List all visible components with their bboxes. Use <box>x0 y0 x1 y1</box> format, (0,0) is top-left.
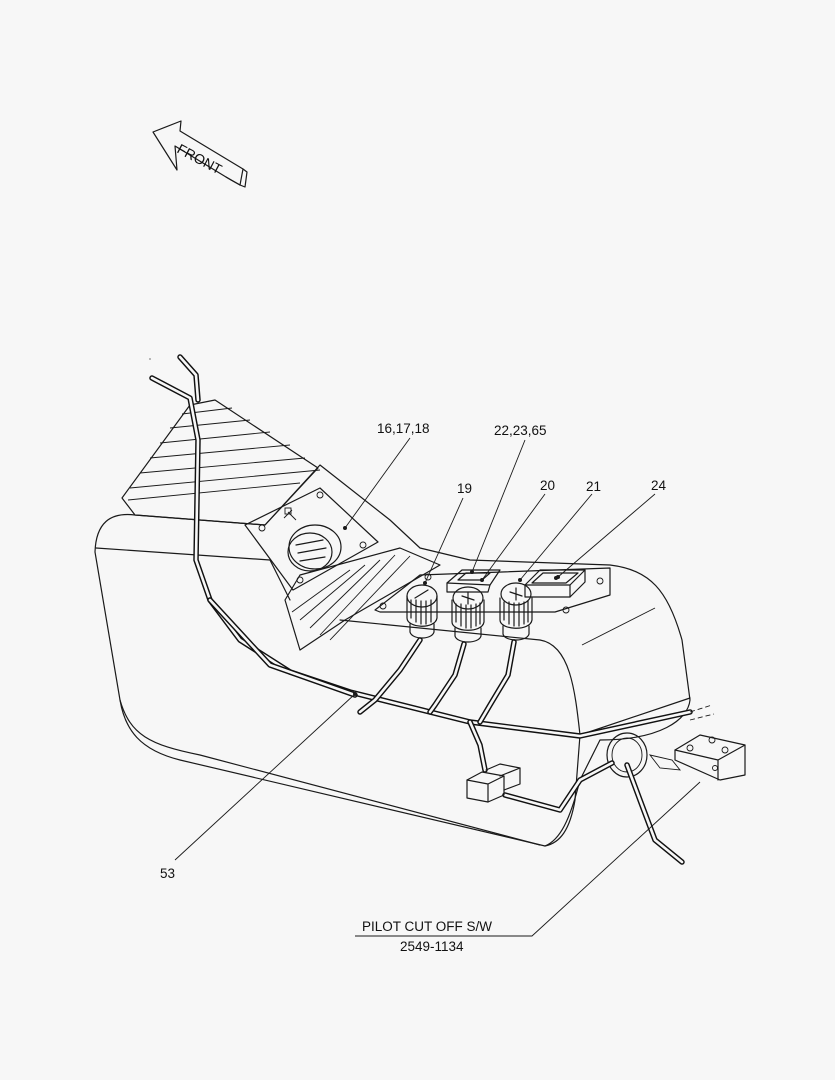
joystick-bellows <box>121 399 321 526</box>
wire-harness <box>149 354 715 865</box>
callout-22-23-65: 22,23,65 <box>494 423 547 438</box>
front-arrow-label: FRONT <box>175 141 225 178</box>
pilot-cut-off-switch-icon <box>648 734 746 781</box>
middle-bellows <box>284 547 441 651</box>
callout-16-17-18: 16,17,18 <box>377 421 430 436</box>
rocker-switch-24-icon <box>524 569 586 598</box>
leader-lines <box>174 437 701 937</box>
callout-53: 53 <box>160 866 175 881</box>
dial-panel <box>244 487 379 591</box>
knob-switch-20-icon <box>451 586 485 643</box>
connector-block-icon <box>466 763 521 803</box>
front-arrow-icon: FRONT <box>152 120 248 188</box>
callout-21: 21 <box>586 479 601 494</box>
callout-24: 24 <box>651 478 667 493</box>
callout-19: 19 <box>457 481 472 496</box>
rotary-dial-icon <box>283 507 342 572</box>
knob-switch-19-icon <box>406 584 438 639</box>
caption-part-number: 2549-1134 <box>400 939 464 954</box>
callout-20: 20 <box>540 478 555 493</box>
knob-switch-21-icon <box>499 582 533 641</box>
switch-panel <box>374 567 611 614</box>
rocker-switch-icon <box>446 569 501 593</box>
caption-name: PILOT CUT OFF S/W <box>362 919 492 934</box>
